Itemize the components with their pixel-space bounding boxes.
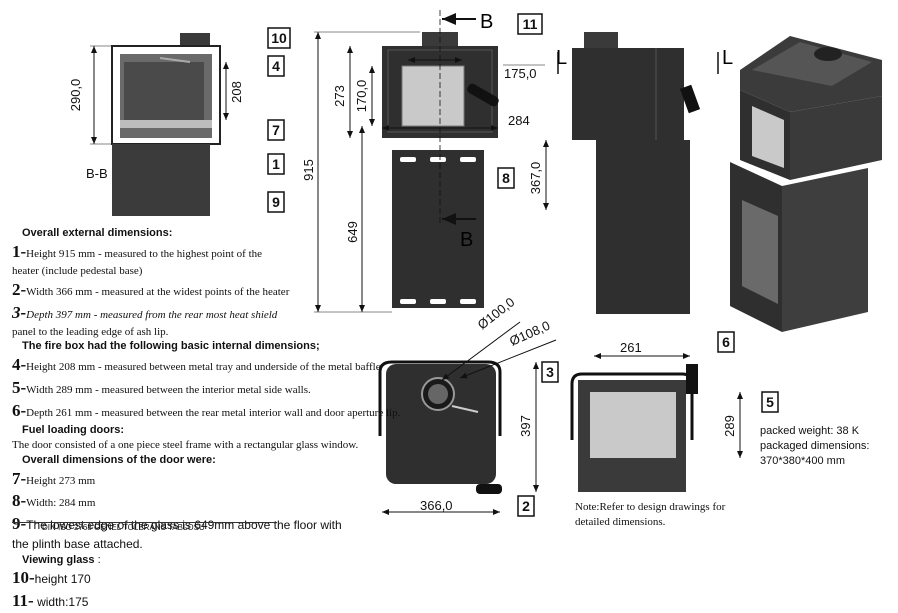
callout-11: 11 xyxy=(517,13,543,35)
door-handle xyxy=(467,83,499,107)
glass-window xyxy=(401,65,465,127)
dim-284: 284 xyxy=(508,113,530,128)
dim-175: 175,0 xyxy=(504,66,537,81)
svg-text:7: 7 xyxy=(272,122,280,138)
callout-2: 2 xyxy=(517,495,535,517)
pedestal-section xyxy=(112,144,210,216)
section-b-top: B xyxy=(480,11,493,33)
callout-1: 1 xyxy=(267,153,285,175)
dim-261: 261 xyxy=(620,340,642,355)
svg-text:11: 11 xyxy=(523,16,538,32)
svg-text:10: 10 xyxy=(271,30,287,46)
section-l-right: L xyxy=(722,47,733,69)
side-body xyxy=(572,48,684,140)
dim-208: 208 xyxy=(229,81,244,103)
dim-170: 170,0 xyxy=(354,80,369,113)
design-note: Note:Refer to design drawings for detail… xyxy=(575,501,726,529)
callout-7: 7 xyxy=(267,119,285,141)
svg-text:8: 8 xyxy=(502,170,510,186)
callout-8: 8 xyxy=(497,167,515,189)
side-pedestal xyxy=(596,140,690,314)
callout-9: 9 xyxy=(267,191,285,213)
overall-heading: Overall external dimensions: xyxy=(22,227,173,239)
flue-collar xyxy=(180,33,210,46)
section-bb-view: 290,0 208 B-B xyxy=(68,33,244,216)
dim-397: 397 xyxy=(518,415,533,437)
plan-view: Ø100,0 Ø108,0 397 366,0 xyxy=(378,294,557,515)
packing-info: packed weight: 38 K packaged dimensions:… xyxy=(760,424,869,469)
section-l-left: L xyxy=(556,47,567,69)
dim-367: 367,0 xyxy=(528,162,543,195)
section-b-bottom: B xyxy=(460,229,473,251)
front-view: B B 175,0 284 170,0 273 915 649 xyxy=(301,10,545,313)
dim-289: 289 xyxy=(722,415,737,437)
spec-width: Width 366 mm - measured at the widest po… xyxy=(26,285,290,298)
specification-notes: Overall external dimensions: 1-Height 91… xyxy=(12,226,432,613)
callout-6: 6 xyxy=(717,331,735,353)
svg-text:5: 5 xyxy=(766,394,774,410)
isometric-view xyxy=(730,36,882,332)
dim-649: 649 xyxy=(345,221,360,243)
side-view: L L 367,0 xyxy=(528,32,733,314)
spec-depth: Depth 397 mm - measured from the rear mo… xyxy=(26,308,278,321)
section-bb-label: B-B xyxy=(86,166,108,181)
callout-10: 10 xyxy=(267,27,291,49)
firebox-heading: The fire box had the following basic int… xyxy=(22,340,320,353)
technical-drawing: 290,0 208 B-B B B 175,0 284 xyxy=(68,10,882,517)
dim-915: 915 xyxy=(301,159,316,181)
side-handle xyxy=(679,84,701,114)
packed-weight: packed weight: 38 K xyxy=(760,425,860,437)
dim-273: 273 xyxy=(332,85,347,107)
svg-text:1: 1 xyxy=(272,156,280,172)
callout-layer: 10 11 4 7 1 9 8 3 6 5 2 xyxy=(267,13,779,517)
door-heading: Overall dimensions of the door were: xyxy=(22,453,216,466)
packaged-dimensions-label: packaged dimensions: xyxy=(760,439,870,452)
firebox-plan xyxy=(590,392,676,458)
svg-text:4: 4 xyxy=(272,58,280,74)
pedestal xyxy=(392,150,484,308)
top-section-view: 261 289 xyxy=(570,340,743,492)
callout-4: 4 xyxy=(267,55,285,77)
dim-290: 290,0 xyxy=(68,79,83,112)
callout-5: 5 xyxy=(761,391,779,413)
packaged-dimensions: 370*380*400 mm xyxy=(760,454,846,467)
fuel-heading: Fuel loading doors: xyxy=(22,424,125,436)
svg-text:2: 2 xyxy=(522,498,530,514)
iso-glass xyxy=(752,106,784,168)
ash-tray xyxy=(120,120,212,128)
svg-text:3: 3 xyxy=(546,364,554,380)
svg-text:6: 6 xyxy=(722,334,730,350)
plan-body xyxy=(386,364,496,484)
tolerance-table-title: DIN ISO 2768 GENEL TOLERANS TABLOSU xyxy=(12,522,277,532)
spec-height: Height 915 mm - measured to the highest … xyxy=(26,247,263,260)
glass-heading: Viewing glass : xyxy=(22,553,101,566)
callout-3: 3 xyxy=(541,361,559,383)
dim-366: 366,0 xyxy=(420,498,453,513)
svg-text:9: 9 xyxy=(272,194,280,210)
